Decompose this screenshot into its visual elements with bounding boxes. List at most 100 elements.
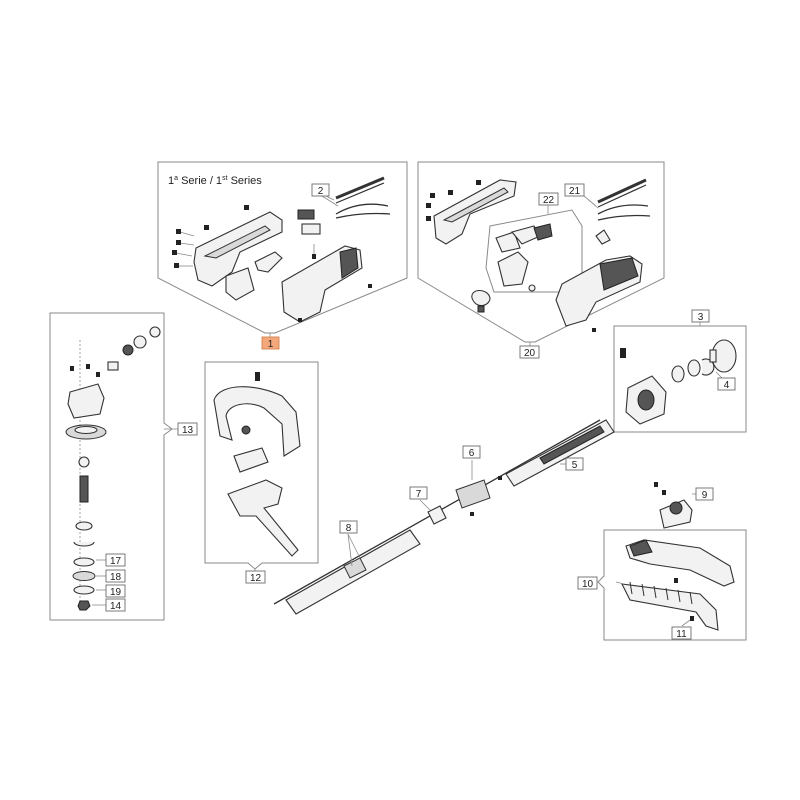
- svg-text:19: 19: [110, 587, 122, 598]
- group-frame-20: [417, 161, 665, 343]
- callout-18[interactable]: 18: [105, 569, 126, 583]
- svg-text:1: 1: [268, 339, 274, 350]
- trigger-assembly: [497, 251, 529, 287]
- svg-text:18: 18: [110, 572, 122, 583]
- housing-parts-group-20: [426, 178, 651, 332]
- callout-14[interactable]: 14: [105, 598, 126, 612]
- circlip-upper: [149, 326, 161, 338]
- circlip-clutch: [701, 358, 715, 376]
- callout-21[interactable]: 21: [564, 183, 585, 197]
- bearing-upper-b: [122, 344, 134, 356]
- washer-19: [73, 585, 95, 595]
- svg-text:2: 2: [318, 186, 324, 197]
- sub-assembly-22: [485, 209, 583, 293]
- switch-contacts: [301, 223, 321, 235]
- handle-sleeve: [233, 447, 269, 473]
- gearhead-screws: [70, 364, 100, 377]
- series-label: 1a Serie / 1st Series: [168, 175, 262, 187]
- svg-text:14: 14: [110, 601, 122, 612]
- guard-tooth-marks: [629, 581, 693, 605]
- blade-guard: [625, 539, 735, 587]
- svg-text:8: 8: [346, 523, 352, 534]
- throttle-trigger: [254, 251, 283, 273]
- trigger-lock: [533, 223, 553, 241]
- clamp-bolt: [477, 305, 485, 313]
- drive-shaft-tube: [273, 419, 615, 615]
- callout-12[interactable]: 12: [245, 570, 266, 584]
- bearing-lower: [75, 521, 93, 531]
- washer-17: [73, 557, 95, 567]
- callout-22[interactable]: 22: [538, 192, 559, 206]
- front-handle-group-12: [213, 372, 301, 557]
- upper-housing-rib: [442, 187, 509, 223]
- coupling-sleeve-6: [455, 479, 491, 509]
- rear-grip-insert: [599, 257, 639, 291]
- bearing-clutch-b: [687, 359, 701, 377]
- harness-hook-group-9: [654, 482, 693, 529]
- callout-19[interactable]: 19: [105, 584, 126, 598]
- cable-set-21: [583, 178, 651, 221]
- tube-collar: [343, 557, 367, 579]
- guard-group-10: [621, 539, 735, 631]
- svg-text:10: 10: [582, 579, 594, 590]
- svg-text:3: 3: [698, 312, 704, 323]
- clamp-ring: [471, 289, 491, 307]
- svg-text:11: 11: [676, 629, 687, 640]
- callout-17[interactable]: 17: [105, 553, 126, 567]
- nut-14: [77, 600, 91, 611]
- screw-set-left: [172, 205, 249, 268]
- guard-attachment: [629, 539, 653, 557]
- callout-9[interactable]: 9: [695, 487, 714, 501]
- group-frame-3: [613, 325, 747, 433]
- gear-case: [67, 383, 105, 419]
- output-shaft: [79, 475, 89, 503]
- circlip-lower: [73, 541, 95, 547]
- svg-text:6: 6: [469, 448, 475, 459]
- throttle-cable: [321, 176, 391, 219]
- pinion-gear: [107, 361, 119, 371]
- callout-3[interactable]: 3: [691, 309, 710, 323]
- bearing-mid: [78, 456, 90, 468]
- trigger-bracket: [225, 267, 255, 301]
- callout-2[interactable]: 2: [311, 183, 330, 197]
- svg-text:13: 13: [182, 425, 194, 436]
- front-handle-loop: [213, 386, 301, 457]
- leader-lines: [92, 195, 723, 627]
- callout-11[interactable]: 11: [671, 626, 692, 640]
- callout-4[interactable]: 4: [717, 377, 736, 391]
- svg-text:5: 5: [572, 460, 578, 471]
- svg-text:12: 12: [250, 573, 262, 584]
- svg-text:22: 22: [543, 195, 555, 206]
- callout-5[interactable]: 5: [565, 457, 584, 471]
- gearhead-group-13: [65, 326, 178, 611]
- svg-text:7: 7: [416, 489, 422, 500]
- svg-text:21: 21: [569, 186, 581, 197]
- svg-text:9: 9: [702, 490, 708, 501]
- callout-8[interactable]: 8: [339, 520, 358, 534]
- shaft-liner: [539, 425, 605, 465]
- callout-20[interactable]: 20: [519, 345, 540, 359]
- coupling-7: [427, 505, 447, 525]
- handle-clamp: [227, 479, 299, 557]
- washer-18: [72, 571, 96, 581]
- cable-clip: [595, 229, 611, 245]
- trigger-spring: [528, 284, 536, 292]
- callout-6[interactable]: 6: [462, 445, 481, 459]
- housing-parts-group-1: [172, 176, 391, 323]
- group-frame-12: [204, 361, 319, 570]
- group-frame-1: [157, 161, 408, 334]
- svg-text:17: 17: [110, 556, 122, 567]
- group-frame-10: [597, 529, 747, 641]
- callout-7[interactable]: 7: [409, 486, 428, 500]
- housing-grip-insert: [339, 247, 359, 279]
- left-housing-inner-rib: [203, 225, 271, 259]
- svg-text:4: 4: [724, 380, 730, 391]
- guard-cutter-teeth: [621, 583, 719, 631]
- bearing-upper-a: [133, 335, 147, 349]
- callout-13[interactable]: 13: [177, 422, 198, 436]
- clutch-group-3: [620, 339, 737, 425]
- svg-text:20: 20: [524, 348, 536, 359]
- callout-10[interactable]: 10: [577, 576, 598, 590]
- callout-1[interactable]: 1: [261, 336, 280, 350]
